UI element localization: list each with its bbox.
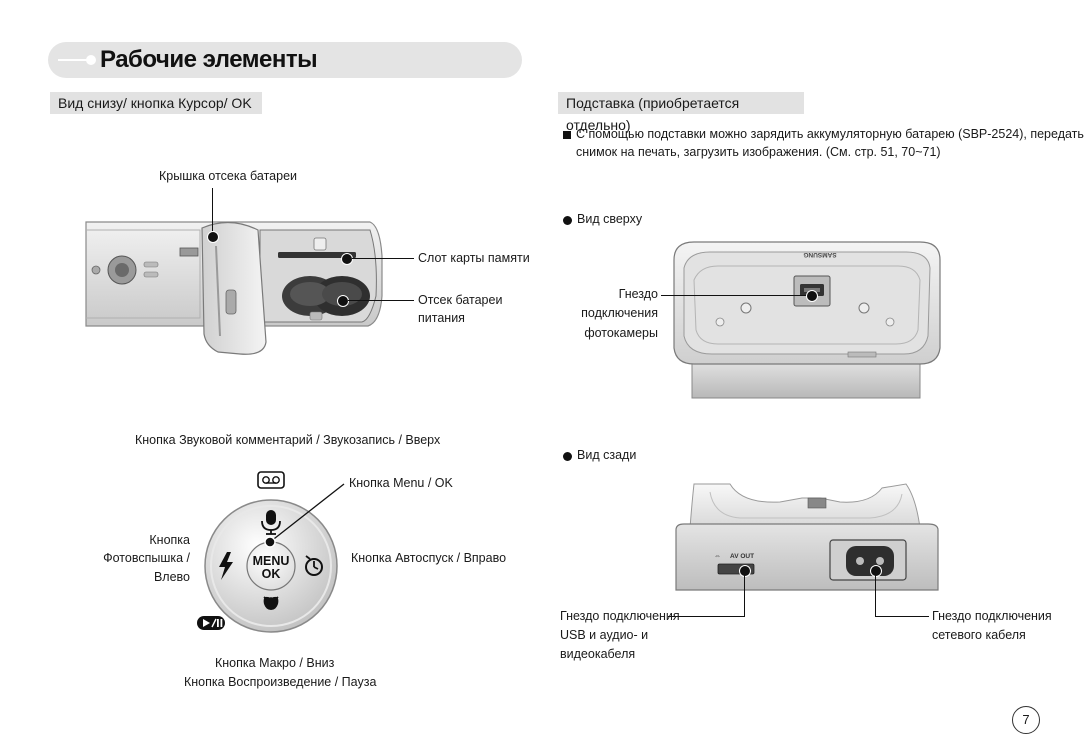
svg-text:⇔: ⇔ — [714, 553, 721, 560]
flash-label-1: Кнопка — [149, 533, 190, 547]
macro-label: Кнопка Макро / Вниз — [215, 656, 335, 670]
power-label-1: Гнездо подключения — [932, 609, 1052, 623]
camera-bottom-illustration — [85, 221, 383, 355]
camera-socket-leader-line — [661, 295, 811, 297]
flash-label-3: Влево — [153, 570, 190, 584]
play-label: Кнопка Воспроизведение / Пауза — [184, 675, 377, 689]
card-slot-label: Слот карты памяти — [418, 251, 530, 265]
power-leader-vertical — [875, 575, 877, 617]
power-leader-horizontal — [875, 616, 929, 618]
title-bar — [48, 42, 522, 78]
battery-compartment-label-1: Отсек батареи — [418, 293, 503, 307]
description-line-1: С помощью подставки можно зарядить аккум… — [576, 127, 1084, 141]
self-timer-label: Кнопка Автоспуск / Вправо — [351, 551, 507, 565]
camera-socket-label-1: Гнездо — [618, 287, 658, 301]
dial-center-ok-text: OK — [262, 567, 281, 581]
usb-leader-vertical — [744, 575, 746, 617]
battery-cover-leader-line — [212, 188, 214, 236]
page-number: 7 — [1012, 706, 1040, 734]
page-title: Рабочие элементы — [100, 46, 318, 73]
power-label-2: сетевого кабеля — [932, 628, 1026, 642]
menu-ok-label: Кнопка Menu / OK — [349, 476, 453, 490]
cradle-top-illustration: SAMSUNG — [673, 241, 941, 399]
battery-compartment-leader-line — [348, 300, 414, 302]
battery-cover-label: Крышка отсека батареи — [159, 169, 298, 183]
description-bullet-icon — [563, 131, 571, 139]
voice-memo-label: Кнопка Звуковой комментарий / Звукозапис… — [135, 433, 441, 447]
usb-label-3: видеокабеля — [560, 647, 636, 661]
camera-socket-label-3: фотокамеры — [584, 326, 658, 340]
right-section-title: Подставка (приобретается отдельно) — [558, 92, 804, 133]
description-line-2: снимок на печать, загрузить изображения.… — [576, 145, 941, 159]
top-view-bullet-icon — [563, 216, 572, 225]
flash-label-2: Фотовспышка / — [103, 551, 190, 565]
dial-center-menu-text: MENU — [253, 554, 290, 568]
top-view-heading: Вид сверху — [577, 212, 643, 226]
rear-view-heading: Вид сзади — [577, 448, 637, 462]
cradle-rear-illustration: ⇔ AV OUT — [675, 483, 939, 591]
title-bullet-line — [58, 59, 92, 61]
camera-socket-marker-icon — [806, 290, 818, 302]
left-section-title: Вид снизу/ кнопка Курсор/ OK — [50, 92, 262, 114]
menu-ok-leader — [264, 483, 345, 548]
title-bullet-icon — [86, 55, 96, 65]
usb-leader-horizontal — [668, 616, 745, 618]
rear-view-bullet-icon — [563, 452, 572, 461]
battery-compartment-label-2: питания — [418, 311, 465, 325]
av-out-text: AV OUT — [730, 553, 754, 560]
camera-socket-label-2: подключения — [581, 306, 658, 320]
usb-label-2: USB и аудио- и — [560, 628, 649, 642]
control-dial-illustration: MENU OK — [197, 471, 338, 633]
card-slot-leader-line — [352, 258, 414, 260]
cradle-brand-text: SAMSUNG — [803, 251, 836, 258]
battery-cover-marker-icon — [207, 231, 219, 243]
usb-label-1: Гнездо подключения — [560, 609, 680, 623]
